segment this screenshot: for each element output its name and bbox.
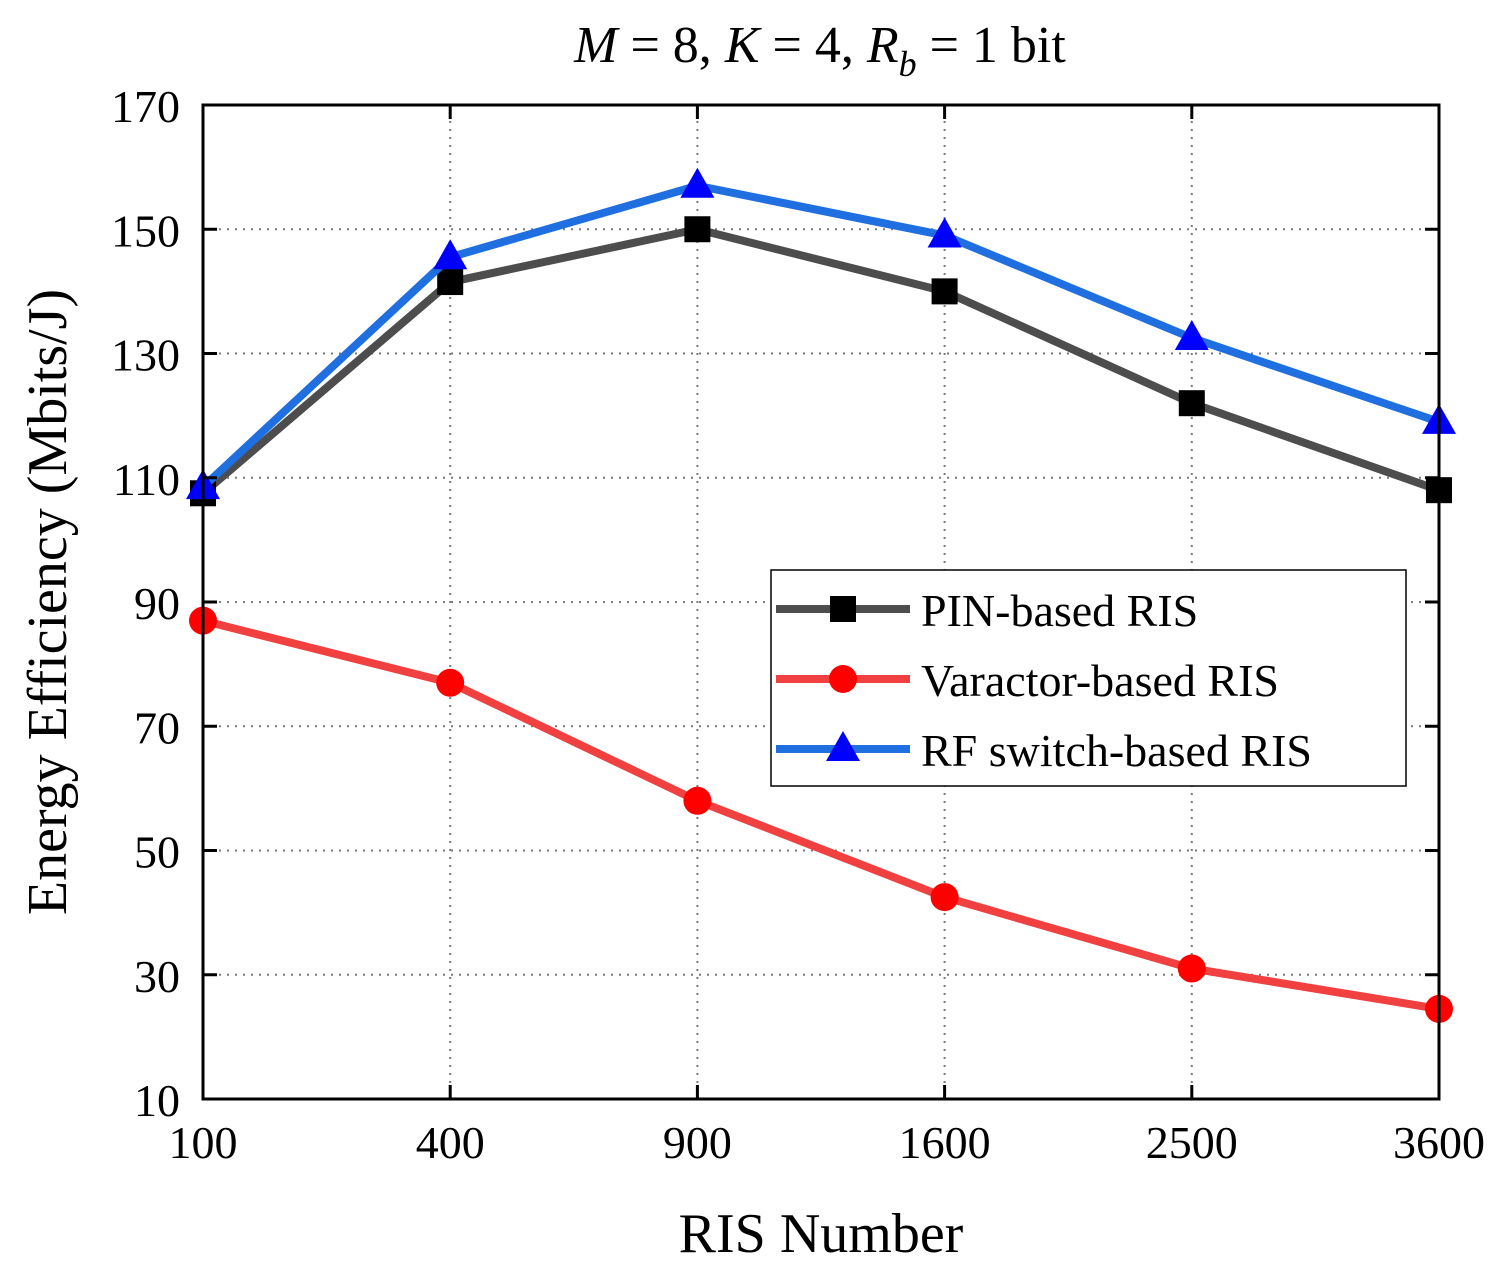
series-3 [186, 167, 1456, 500]
x-tick-label: 100 [169, 1117, 238, 1168]
y-tick-label: 130 [111, 330, 180, 381]
x-tick-label: 2500 [1146, 1117, 1238, 1168]
legend-marker [829, 665, 857, 693]
x-tick-label: 3600 [1393, 1117, 1485, 1168]
y-tick-label: 150 [111, 205, 180, 256]
data-point [437, 269, 464, 296]
y-tick-label: 170 [111, 81, 180, 132]
legend-item-3: RF switch-based RIS [776, 725, 1312, 776]
x-tick-label: 400 [416, 1117, 485, 1168]
data-point [930, 883, 959, 912]
series-line [202, 616, 1440, 1013]
legend-label: Varactor-based RIS [921, 655, 1279, 706]
y-tick-label: 110 [113, 454, 180, 505]
data-point [931, 278, 958, 305]
y-tick-label: 50 [134, 827, 180, 878]
x-axis-label: RIS Number [679, 1203, 964, 1265]
legend-item-1: PIN-based RIS [776, 585, 1198, 636]
series-line [200, 225, 1441, 497]
data-point [927, 217, 962, 248]
y-tick-label: 30 [134, 951, 180, 1002]
legend: PIN-based RIS Varactor-based RIS RF switch… [770, 569, 1407, 787]
y-tick-label: 90 [134, 578, 180, 629]
data-point [683, 786, 712, 815]
data-point [433, 239, 468, 270]
y-tick-label: 70 [134, 702, 180, 753]
series-layer [186, 167, 1456, 1023]
legend-marker [830, 596, 856, 622]
series-2 [189, 606, 1453, 1023]
x-tick-label: 1600 [899, 1117, 991, 1168]
ticks: 10 30 50 70 90 110 130 150 170 100 400 900 1600 2500 3… [111, 81, 1485, 1168]
data-point [1174, 319, 1209, 350]
data-point [684, 216, 711, 243]
data-point [1178, 390, 1205, 417]
chart-title: M = 8, K = 4, Rb = 1 bit [573, 17, 1066, 84]
x-tick-label: 900 [663, 1117, 732, 1168]
legend-label: RF switch-based RIS [921, 725, 1312, 776]
legend-label: PIN-based RIS [921, 585, 1198, 636]
data-point [1177, 954, 1206, 983]
y-axis-label: Energy Efficiency (Mbits/J) [17, 289, 79, 915]
series-line [200, 181, 1441, 490]
y-tick-label: 10 [134, 1075, 180, 1126]
legend-item-2: Varactor-based RIS [776, 655, 1279, 706]
data-point [680, 167, 715, 198]
legend-marker [826, 731, 860, 761]
data-point [436, 668, 465, 697]
